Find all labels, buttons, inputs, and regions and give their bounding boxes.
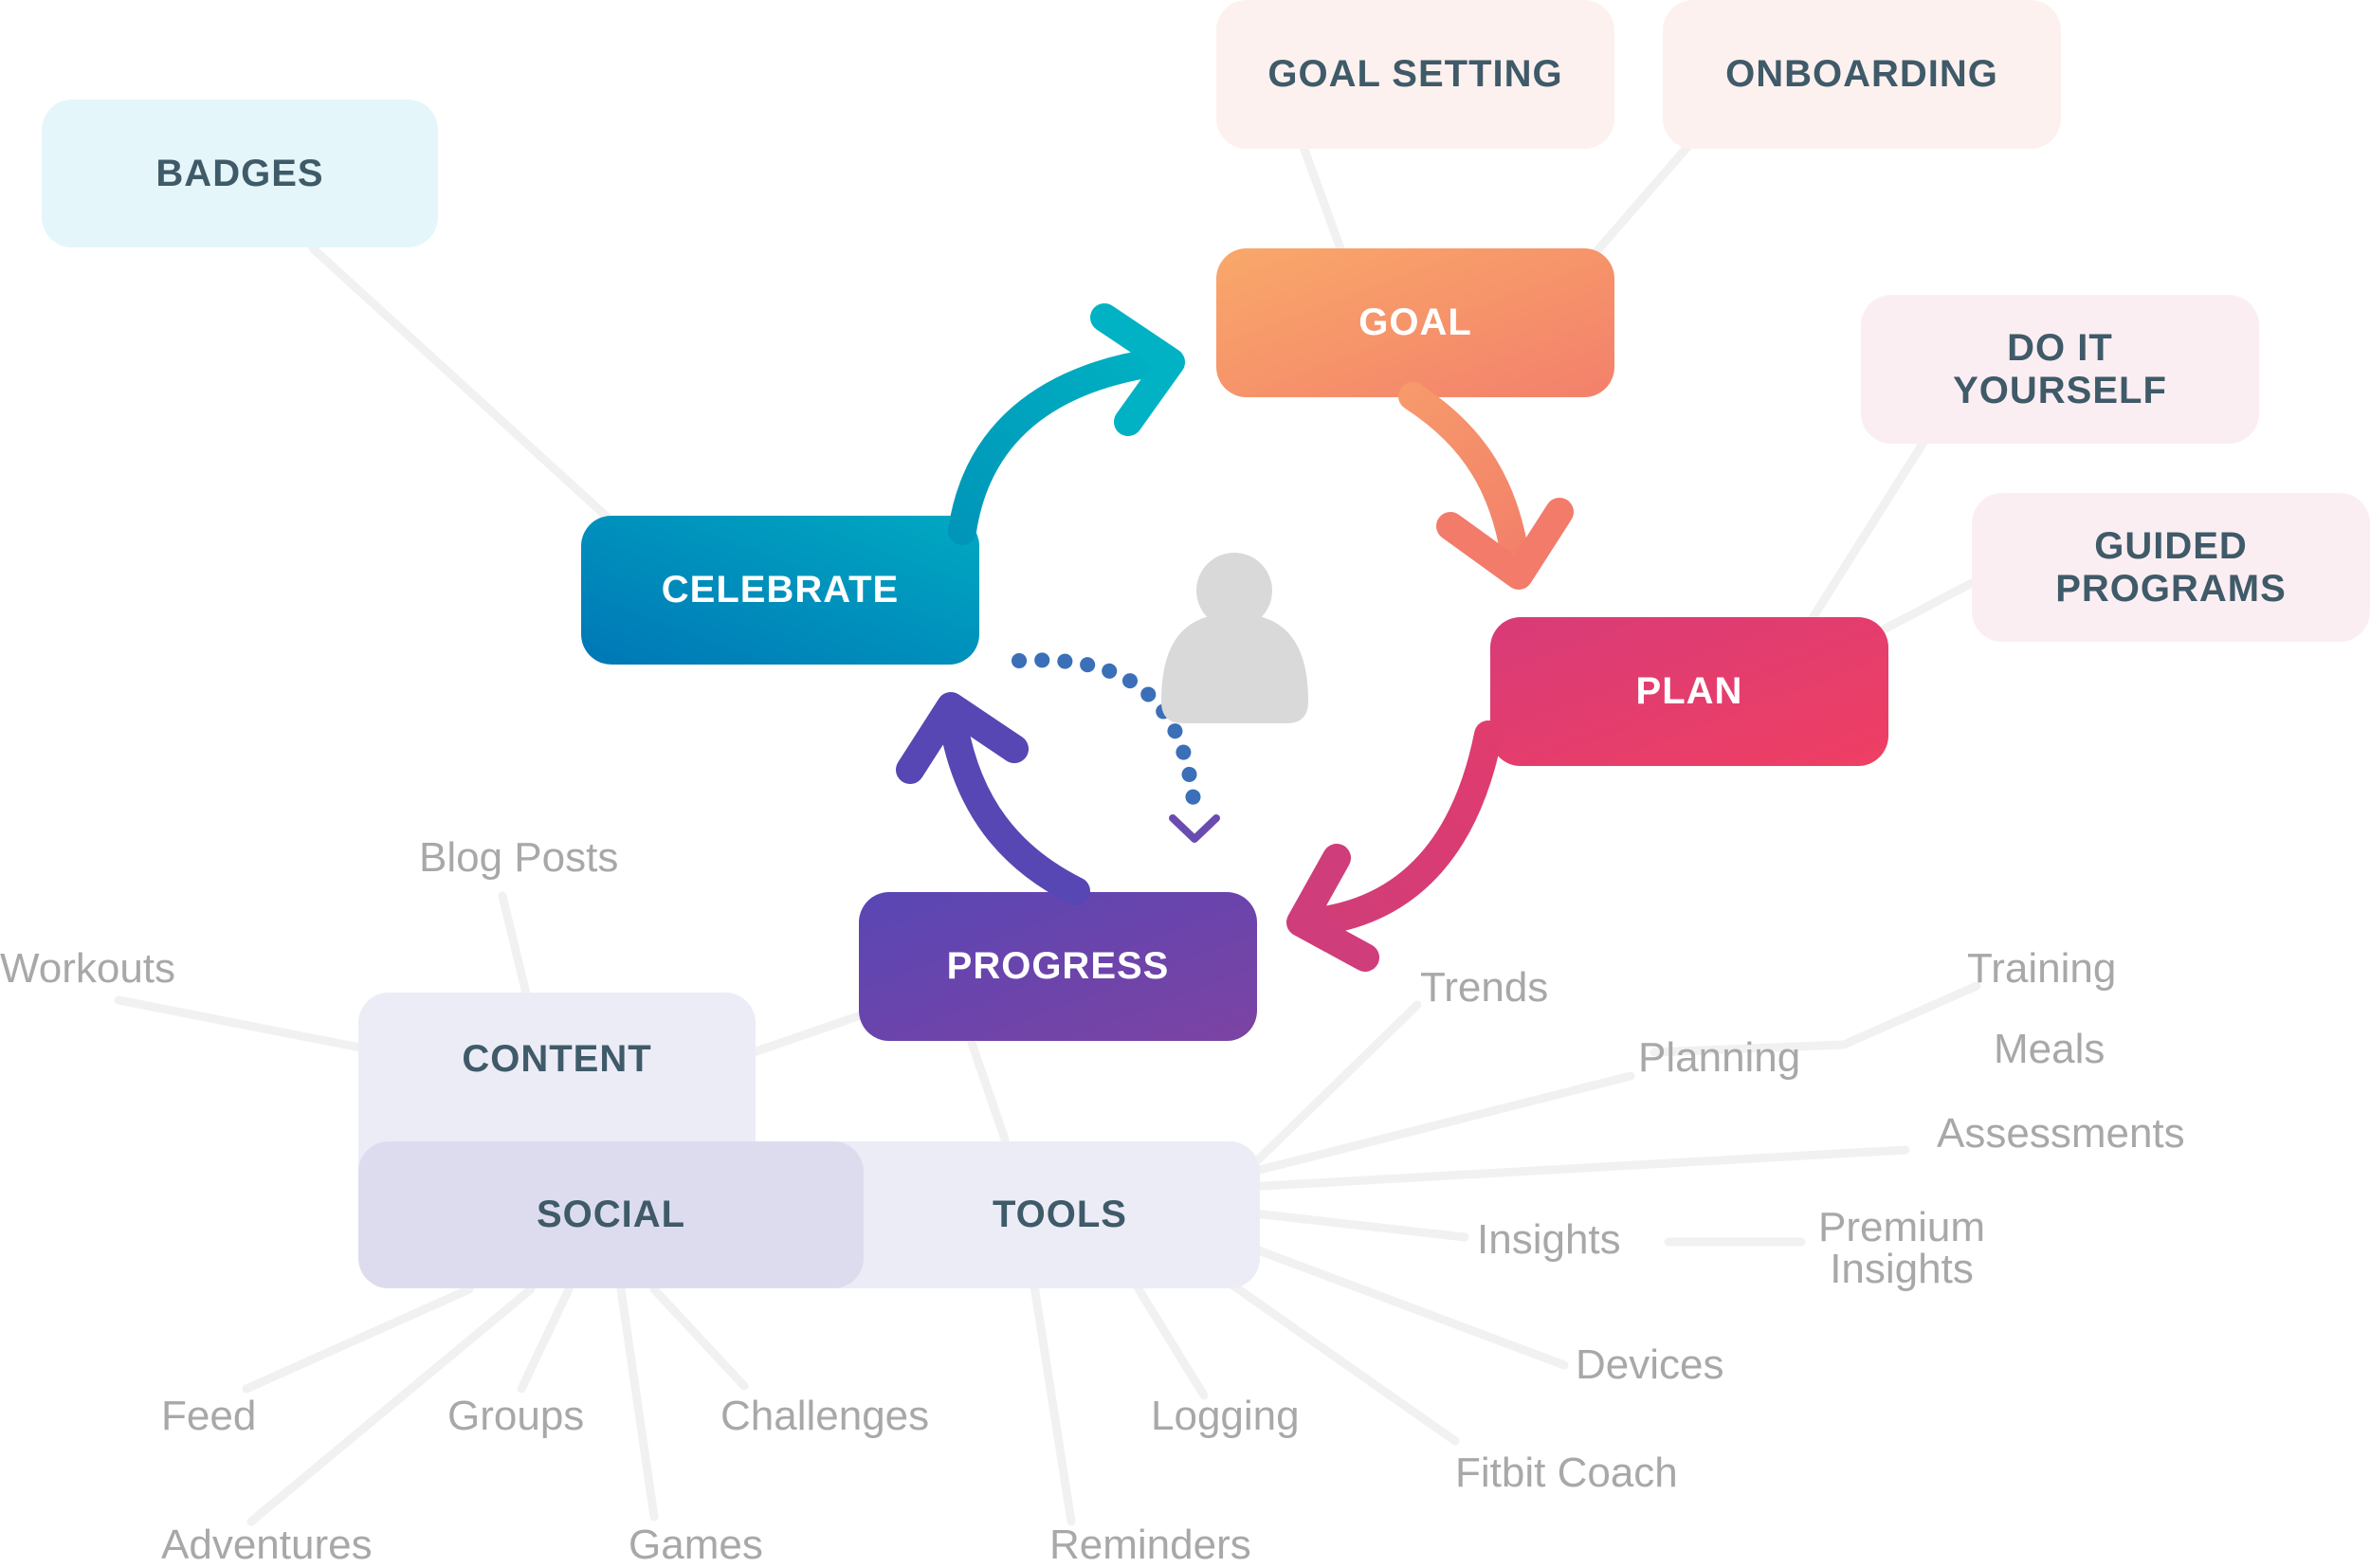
plan-box (1490, 617, 1888, 766)
tools-label: TOOLS (992, 1194, 1127, 1236)
dotted-return-arrow (1012, 652, 1202, 818)
connector-lines (114, 142, 1981, 1526)
plan-node: PLAN (1490, 617, 1888, 766)
leaf-planning: Planning (1638, 1034, 1801, 1081)
arrow-progress-to-celebrate (939, 706, 1090, 905)
leaf-groups: Groups (447, 1393, 585, 1439)
goal-setting-box: GOAL SETTING (1216, 0, 1614, 149)
leaf-workouts: Workouts (0, 945, 176, 992)
arrow-celebrate-to-goal (948, 348, 1171, 545)
do-it-yourself-label: DO IT YOURSELF (1953, 326, 2167, 411)
leaf-games: Games (629, 1522, 763, 1568)
goal-node: GOAL (1216, 248, 1614, 397)
arrow-goal-to-plan-head (1436, 498, 1574, 590)
arrow-plan-to-progress-head (1286, 844, 1379, 972)
leaf-training: Training (1967, 945, 2117, 992)
leaf-logging: Logging (1151, 1393, 1300, 1439)
leaf-assessments: Assessments (1937, 1110, 2185, 1157)
onboarding-box: ONBOARDING (1663, 0, 2061, 149)
leaf-trends: Trends (1420, 964, 1549, 1011)
plan-label: PLAN (1635, 670, 1743, 713)
content-label: CONTENT (462, 1038, 652, 1080)
leaf-challenges: Challenges (720, 1393, 930, 1439)
leaf-blog-posts: Blog Posts (419, 834, 619, 881)
arrow-celebrate-to-goal-head (1090, 303, 1185, 436)
progress-node: PROGRESS (859, 892, 1257, 1041)
person-icon (1161, 553, 1308, 723)
goal-label: GOAL (1358, 301, 1472, 344)
goal-setting-label: GOAL SETTING (1267, 53, 1563, 96)
progress-label: PROGRESS (946, 945, 1170, 988)
celebrate-box (581, 516, 979, 665)
onboarding-label: ONBOARDING (1725, 53, 1998, 96)
badges-label: BADGES (155, 152, 324, 194)
leaf-devices: Devices (1576, 1341, 1724, 1388)
social-box: SOCIAL (358, 1141, 864, 1288)
cycle-arrows (896, 303, 1574, 972)
celebrate-label: CELEBRATE (661, 569, 900, 611)
leaf-insights: Insights (1477, 1216, 1621, 1263)
goal-box (1216, 248, 1614, 397)
dotted-return-arrowhead (1169, 814, 1220, 843)
arrow-goal-to-plan (1398, 382, 1531, 583)
leaf-fitbit-coach: Fitbit Coach (1455, 1449, 1678, 1496)
guided-programs-box: GUIDED PROGRAMS (1972, 493, 2370, 642)
leaf-adventures: Adventures (161, 1522, 373, 1568)
guided-programs-label: GUIDED PROGRAMS (2055, 524, 2287, 610)
celebrate-node: CELEBRATE (581, 516, 979, 665)
badges-box: BADGES (42, 100, 438, 247)
progress-box (859, 892, 1257, 1041)
arrow-progress-to-celebrate-head (896, 692, 1029, 784)
arrow-plan-to-progress (1304, 720, 1503, 936)
leaf-meals: Meals (1994, 1026, 2106, 1072)
leaf-reminders: Reminders (1049, 1522, 1251, 1568)
do-it-yourself-box: DO IT YOURSELF (1861, 295, 2259, 444)
leaf-premium-insights: Premium Insights (1818, 1204, 1986, 1292)
leaf-feed: Feed (161, 1393, 257, 1439)
social-label: SOCIAL (536, 1194, 686, 1236)
